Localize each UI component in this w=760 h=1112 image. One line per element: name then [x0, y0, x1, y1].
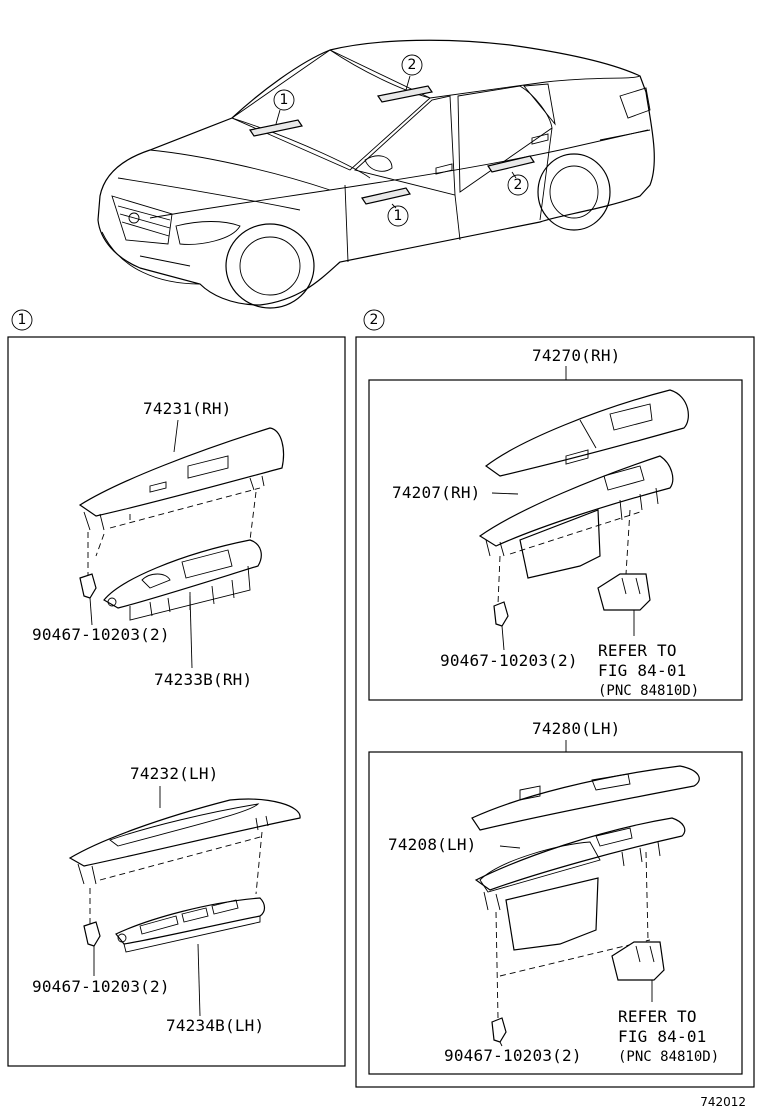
clip-90467-rh-2 — [493, 601, 509, 627]
panel-1-frame — [7, 336, 346, 1067]
part-label-clip-rh-2: 90467-10203(2) — [440, 651, 578, 670]
callout-circle — [507, 174, 529, 196]
part-label-74233b: 74233B(RH) — [154, 670, 252, 689]
rear-roof-switch-highlight — [377, 85, 433, 103]
panel-2-frame — [355, 336, 755, 1088]
switch-74234b-lh — [115, 897, 266, 945]
part-label-74270: 74270(RH) — [532, 346, 621, 365]
part-label-clip-lh: 90467-10203(2) — [32, 977, 170, 996]
refer-rh-line2: FIG 84-01 — [598, 661, 687, 680]
switch-74233b-rh — [103, 539, 262, 609]
part-label-74280: 74280(LH) — [532, 719, 621, 738]
callout-number: 2 — [408, 57, 417, 73]
front-door-switch-highlight — [361, 187, 411, 205]
rear-door-switch-highlight — [487, 155, 535, 173]
panel-2: 2 74270(RH) 74207(RH) 90467-10203(2) REF… — [355, 309, 755, 1088]
callout-number: 1 — [394, 208, 403, 224]
part-label-clip-rh: 90467-10203(2) — [32, 625, 170, 644]
callout-circle — [401, 54, 423, 76]
panel-1-marker: 1 — [18, 312, 27, 328]
refer-rh-line3: (PNC 84810D) — [598, 683, 699, 699]
figure-id: 742012 — [700, 1095, 746, 1109]
part-label-74208: 74208(LH) — [388, 835, 477, 854]
bezel-74232-lh — [68, 798, 301, 867]
part-label-74207: 74207(RH) — [392, 483, 481, 502]
part-label-clip-lh-2-text: 90467-10203(2) — [444, 1046, 582, 1065]
part-label-74231: 74231(RH) — [143, 399, 232, 418]
connector-rh — [597, 573, 651, 611]
clip-90467-lh-2 — [491, 1017, 507, 1043]
clip-90467-lh — [83, 921, 101, 947]
panel-1: 1 74231(RH) 90467-10203(2) 74233B(RH) 74… — [7, 309, 346, 1067]
callout-number: 1 — [280, 92, 289, 108]
panel-2-marker: 2 — [370, 312, 379, 328]
group-74270-frame — [368, 379, 743, 701]
callout-circle — [387, 205, 409, 227]
switch-74208-lh — [474, 817, 686, 891]
switch-74207-rh — [478, 455, 674, 547]
refer-rh-line1: REFER TO — [598, 641, 677, 660]
callout-circle — [273, 89, 295, 111]
bezel-74231-rh — [78, 427, 285, 517]
clip-90467-rh — [79, 573, 97, 599]
car-illustration: 1 2 1 2 — [97, 39, 655, 309]
part-label-74234b: 74234B(LH) — [166, 1016, 264, 1035]
part-label-74232: 74232(LH) — [130, 764, 219, 783]
refer-lh-line1: REFER TO — [618, 1007, 697, 1026]
refer-lh-line2: FIG 84-01 — [618, 1027, 707, 1046]
callout-number: 2 — [514, 177, 523, 193]
group-74280-frame — [368, 751, 743, 1075]
bezel-74280-lh — [471, 765, 700, 831]
front-left-switch-highlight — [249, 119, 303, 137]
refer-lh-line3: (PNC 84810D) — [618, 1049, 719, 1065]
